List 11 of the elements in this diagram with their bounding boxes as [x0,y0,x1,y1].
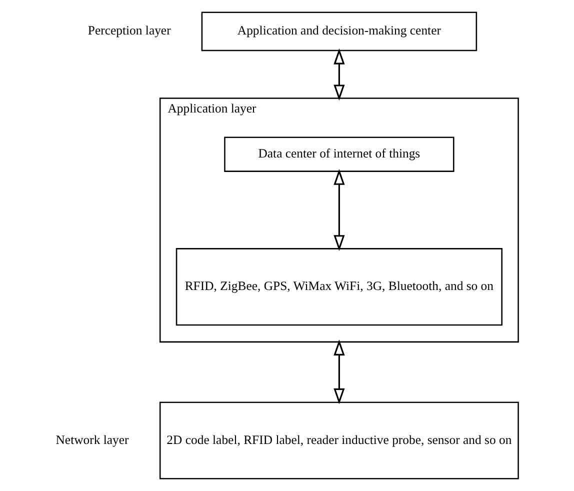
node-label: Network layer [56,432,129,447]
node-box: Application and decision-making center [201,12,478,52]
cluster [159,98,519,343]
arrow [334,169,345,252]
node-label: Application layer [168,102,256,116]
arrow [334,340,345,404]
node-box: RFID, ZigBee, GPS, WiMax WiFi, 3G, Bluetooth, and so on [176,248,502,326]
node-label: Perception layer [88,24,171,38]
node-box: Data center of internet of things [224,136,454,172]
node-box: 2D code label, RFID label, reader inductive probe, sensor and so on [159,402,519,480]
arrow [334,48,345,101]
